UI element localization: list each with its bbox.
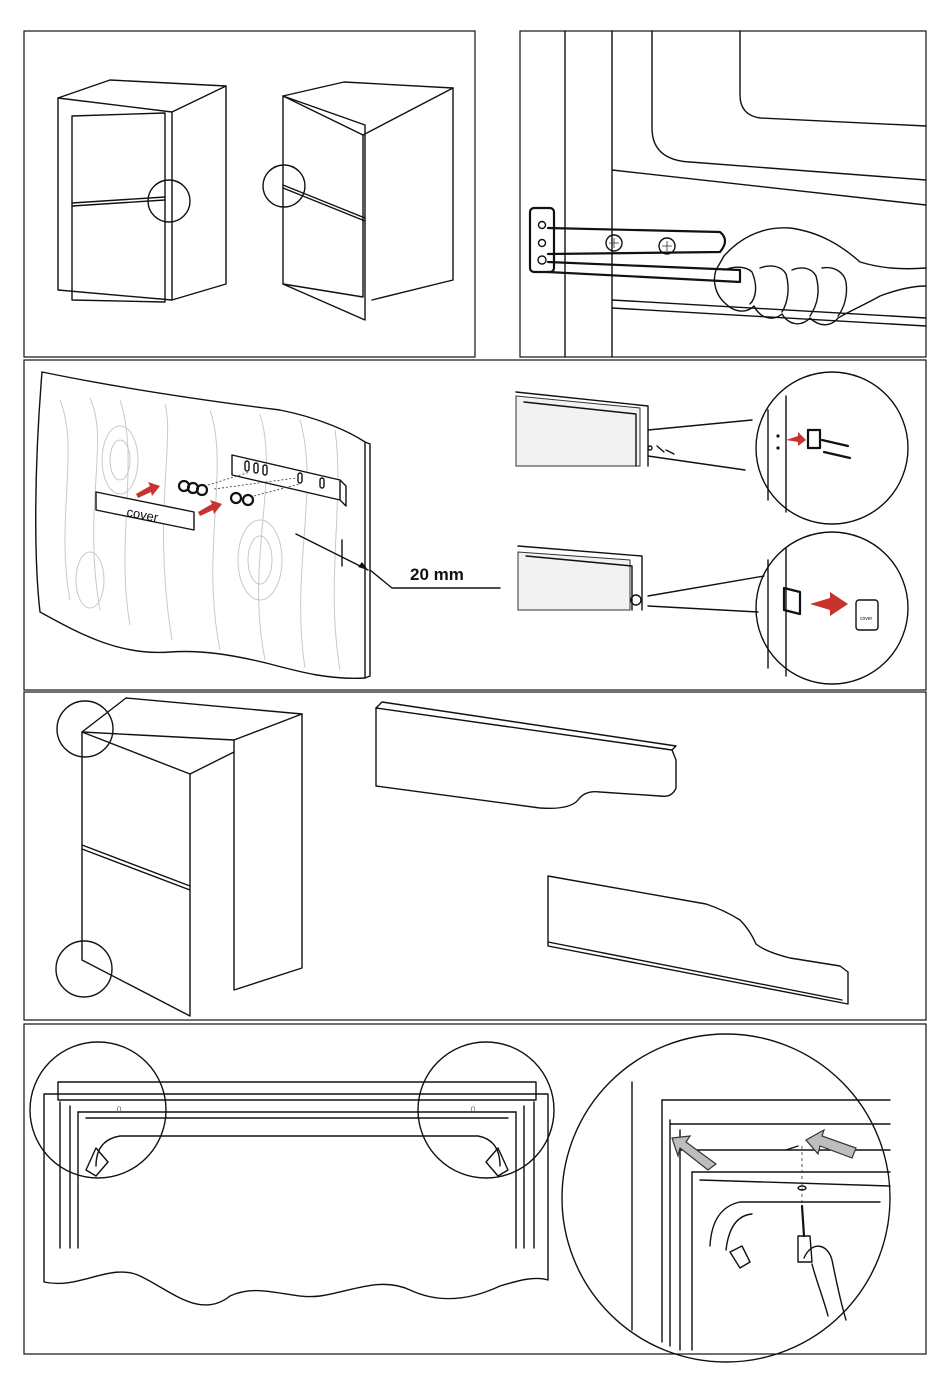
hand-icon (804, 1246, 846, 1320)
panel-4: ∩ ∩ (24, 1024, 926, 1362)
magnified-detail (562, 1034, 890, 1362)
detail-callout-bottom: cover (756, 532, 908, 684)
panel-1-left-frame (24, 31, 475, 357)
screwdriver-icon (802, 1206, 804, 1236)
trim-strip-top (376, 702, 676, 808)
cabinet-illustration-b (263, 82, 453, 320)
wood-panel-illustration (36, 372, 370, 678)
panel-4-frame (24, 1024, 926, 1354)
svg-text:∩: ∩ (116, 1103, 122, 1113)
panel-2: cover 20 mm (24, 360, 926, 690)
svg-text:∩: ∩ (470, 1103, 476, 1113)
detail-cover-label: cover (860, 616, 873, 622)
arrow-icon (810, 592, 848, 616)
arrow-icon (806, 1130, 856, 1158)
detail-callout-top (756, 372, 908, 524)
circle-callout-icon (562, 1034, 890, 1362)
detail-circle-icon (56, 941, 112, 997)
dimension-label: 20 mm (410, 565, 464, 584)
cabinet-illustration-a (58, 80, 226, 302)
bracket-icon (808, 430, 820, 448)
panel-1-right-frame (520, 31, 926, 357)
panel-3 (24, 692, 926, 1020)
cabinet-open-illustration (56, 698, 302, 1016)
hand-icon (714, 228, 926, 325)
panel-3-frame (24, 692, 926, 1020)
screw-icon (822, 440, 850, 458)
arrow-icon (786, 432, 806, 446)
hinge-hand-illustration (530, 31, 926, 357)
detail-circle-icon (30, 1042, 166, 1178)
door-glass-top (516, 392, 752, 470)
door-glass-bottom (518, 546, 764, 612)
door-frame-illustration: ∩ ∩ (30, 1042, 554, 1305)
panel-1 (24, 31, 926, 357)
arrow-icon (672, 1136, 716, 1170)
trim-strip-bottom (548, 876, 848, 1004)
